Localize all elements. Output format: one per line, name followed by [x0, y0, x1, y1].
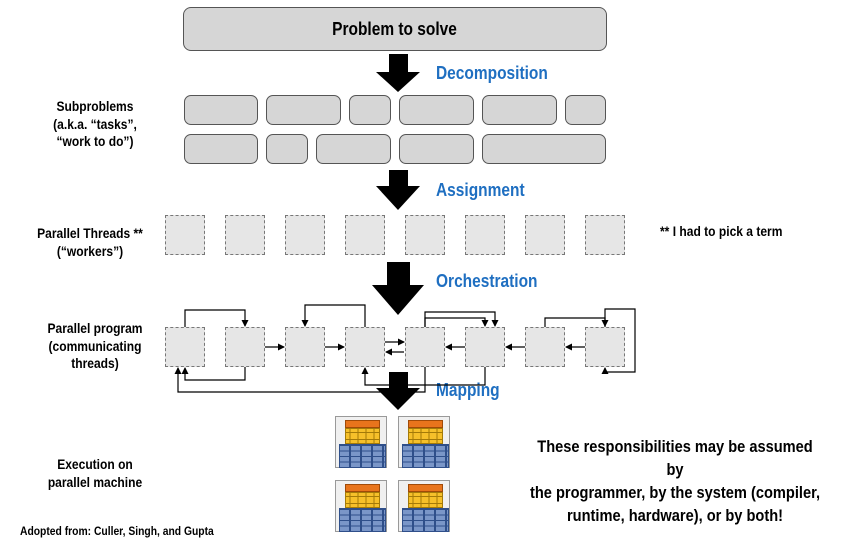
program-thread-box: [345, 327, 385, 367]
subproblems-line-2: (a.k.a. “tasks”,: [53, 115, 137, 132]
task-box: [266, 134, 308, 164]
threads-label: Parallel Threads ** (“workers”): [17, 225, 163, 260]
credit: Adopted from: Culler, Singh, and Gupta: [20, 524, 214, 538]
task-box: [266, 95, 341, 125]
subproblems-line-1: Subproblems: [56, 98, 134, 114]
footnote: ** I had to pick a term: [660, 223, 783, 239]
down-arrow-3: [372, 262, 424, 315]
thread-box: [465, 215, 505, 255]
program-thread-box: [285, 327, 325, 367]
stage-orchestration: Orchestration: [436, 271, 538, 291]
processor-chip-icon: [335, 480, 387, 532]
program-line-2: (communicating: [48, 337, 142, 354]
task-box: [316, 134, 391, 164]
thread-box: [225, 215, 265, 255]
thread-box: [405, 215, 445, 255]
program-thread-box: [165, 327, 205, 367]
subproblems-label: Subproblems (a.k.a. “tasks”, “work to do…: [31, 98, 160, 151]
execution-label: Execution on parallel machine: [31, 456, 160, 491]
program-thread-box: [405, 327, 445, 367]
thread-box: [285, 215, 325, 255]
program-line-3: threads): [71, 355, 119, 371]
processor-chip-icon: [335, 416, 387, 468]
down-arrow-2: [376, 170, 420, 210]
responsibility-line-3: runtime, hardware), or by both!: [566, 505, 784, 525]
task-box: [184, 134, 258, 164]
threads-line-1: Parallel Threads **: [37, 225, 143, 241]
task-box: [565, 95, 606, 125]
stage-assignment: Assignment: [436, 180, 525, 200]
thread-box: [585, 215, 625, 255]
problem-box: Problem to solve: [183, 7, 607, 51]
responsibility-text: These responsibilities may be assumed by…: [529, 436, 821, 528]
task-box: [482, 95, 557, 125]
program-label: Parallel program (communicating threads): [31, 320, 160, 373]
stage-decomposition: Decomposition: [436, 63, 548, 83]
task-box: [184, 95, 258, 125]
execution-line-2: parallel machine: [47, 473, 143, 490]
threads-line-2: (“workers”): [56, 242, 124, 259]
task-box: [482, 134, 606, 164]
subproblems-line-3: “work to do”): [56, 133, 134, 149]
processor-chip-icon: [398, 480, 450, 532]
program-thread-box: [585, 327, 625, 367]
program-thread-box: [225, 327, 265, 367]
responsibility-line-2: the programmer, by the system (compiler,: [529, 482, 821, 502]
problem-label: Problem to solve: [332, 18, 458, 39]
task-box: [399, 95, 474, 125]
program-thread-box: [465, 327, 505, 367]
responsibility-line-1: These responsibilities may be assumed by: [537, 437, 813, 479]
task-box: [399, 134, 474, 164]
thread-box: [525, 215, 565, 255]
processor-chip-icon: [398, 416, 450, 468]
down-arrow-4: [376, 372, 420, 410]
execution-line-1: Execution on: [57, 456, 133, 472]
down-arrow-1: [376, 54, 420, 92]
program-thread-box: [525, 327, 565, 367]
thread-box: [345, 215, 385, 255]
program-line-1: Parallel program: [47, 320, 143, 336]
task-box: [349, 95, 391, 125]
thread-box: [165, 215, 205, 255]
